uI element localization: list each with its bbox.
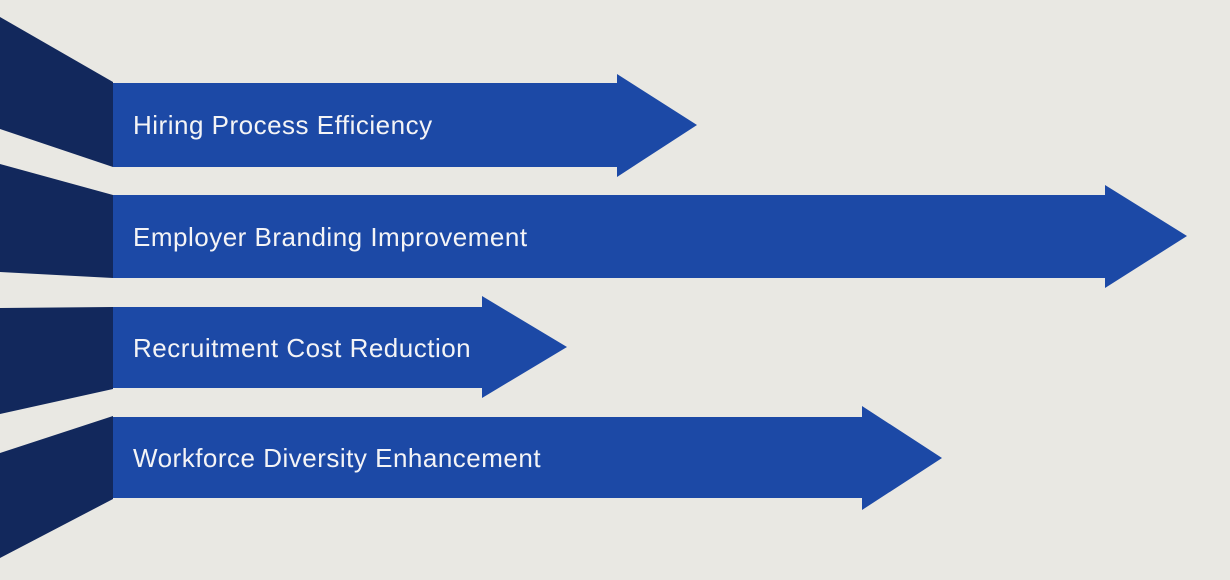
arrow-shape: [113, 185, 1187, 288]
arrow-item-recruitment-cost-reduction: Recruitment Cost Reduction: [0, 296, 567, 414]
arrow-item-hiring-process-efficiency: Hiring Process Efficiency: [0, 17, 697, 177]
ribbon-fold: [0, 307, 113, 414]
arrow-item-workforce-diversity-enhancement: Workforce Diversity Enhancement: [0, 406, 942, 558]
arrow-shape: [113, 296, 567, 398]
arrow-label: Hiring Process Efficiency: [133, 110, 433, 140]
arrow-item-employer-branding-improvement: Employer Branding Improvement: [0, 164, 1187, 288]
arrow-shape: [113, 74, 697, 177]
arrow-label: Employer Branding Improvement: [133, 222, 528, 252]
arrow-label: Workforce Diversity Enhancement: [133, 443, 541, 473]
ribbon-fold: [0, 17, 113, 167]
arrow-shape: [113, 406, 942, 510]
arrow-label: Recruitment Cost Reduction: [133, 333, 471, 363]
ribbon-fold: [0, 164, 113, 278]
ribbon-fold: [0, 416, 113, 558]
